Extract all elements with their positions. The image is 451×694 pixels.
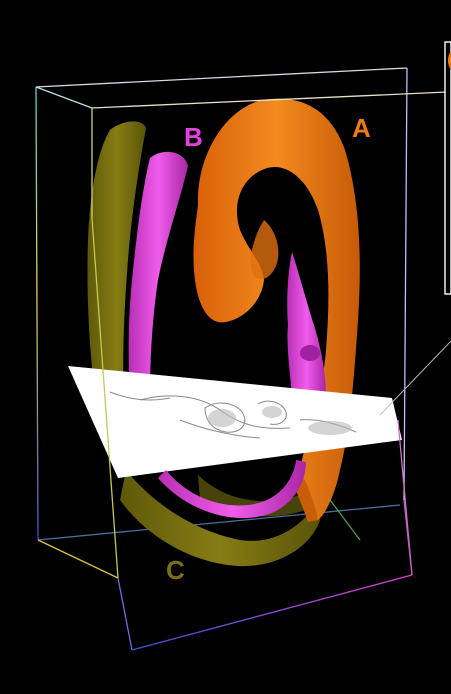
inset-panel: ( [445,42,451,294]
inset-label-a: ( [447,49,451,71]
label-b: B [184,122,203,152]
leader-line [380,340,451,415]
label-a: A [352,113,371,143]
label-c: C [166,555,185,585]
